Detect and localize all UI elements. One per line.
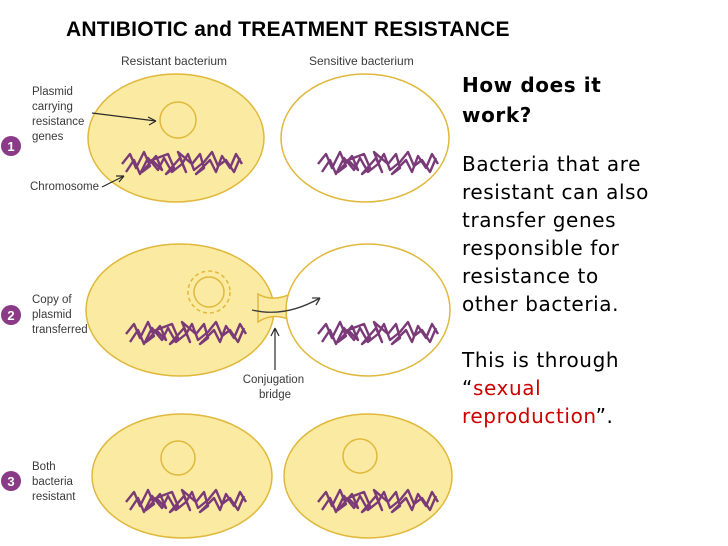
copy-label: Copy of plasmid transferred (32, 294, 88, 336)
sensitive-column-header: Sensitive bacterium (309, 54, 414, 68)
conjugation-label: Conjugation bridge (243, 374, 308, 401)
plasmid-label: Plasmid carrying resistance genes (32, 86, 88, 143)
both-resistant-label: Both bacteria resistant (32, 461, 76, 503)
resistant-column-header: Resistant bacterium (121, 54, 227, 68)
sensitive-bacterium-2 (285, 243, 451, 377)
highlight-reproduction: reproduction (462, 404, 596, 428)
resistant-bacterium-3b (283, 413, 453, 539)
panel-heading: How does it work? (462, 73, 602, 127)
panel-conclusion: This is through “sexual reproduction”. (462, 348, 620, 428)
plasmid-pointer-arrow (91, 112, 157, 126)
plasmid-1 (159, 101, 197, 139)
step-badge-3: 3 (1, 471, 21, 491)
highlight-sexual: sexual (472, 376, 542, 400)
chromosome-pointer-arrow (101, 175, 125, 188)
svg-text:3: 3 (7, 474, 14, 489)
page-title: ANTIBIOTIC and TREATMENT RESISTANCE (66, 18, 510, 41)
sensitive-bacterium-1 (280, 73, 450, 203)
svg-text:1: 1 (7, 139, 14, 154)
svg-text:2: 2 (7, 308, 14, 323)
plasmid-3a (160, 440, 196, 476)
plasmid-2 (193, 276, 225, 308)
plasmid-copy-outline (187, 270, 231, 314)
chromosome-label: Chromosome (30, 181, 99, 193)
step-badge-1: 1 (1, 136, 21, 156)
resistant-bacterium-3a (91, 413, 273, 539)
resistant-bacterium-2 (85, 243, 275, 377)
transfer-arrowhead (312, 297, 321, 306)
panel-body: Bacteria that are resistant can also tra… (462, 152, 650, 316)
explanation-panel: How does it work? Bacteria that are resi… (462, 70, 724, 430)
transfer-arrow (251, 297, 321, 313)
bridge-pointer-arrow (270, 327, 280, 370)
step-badge-2: 2 (1, 305, 21, 325)
plasmid-3b (342, 438, 378, 474)
